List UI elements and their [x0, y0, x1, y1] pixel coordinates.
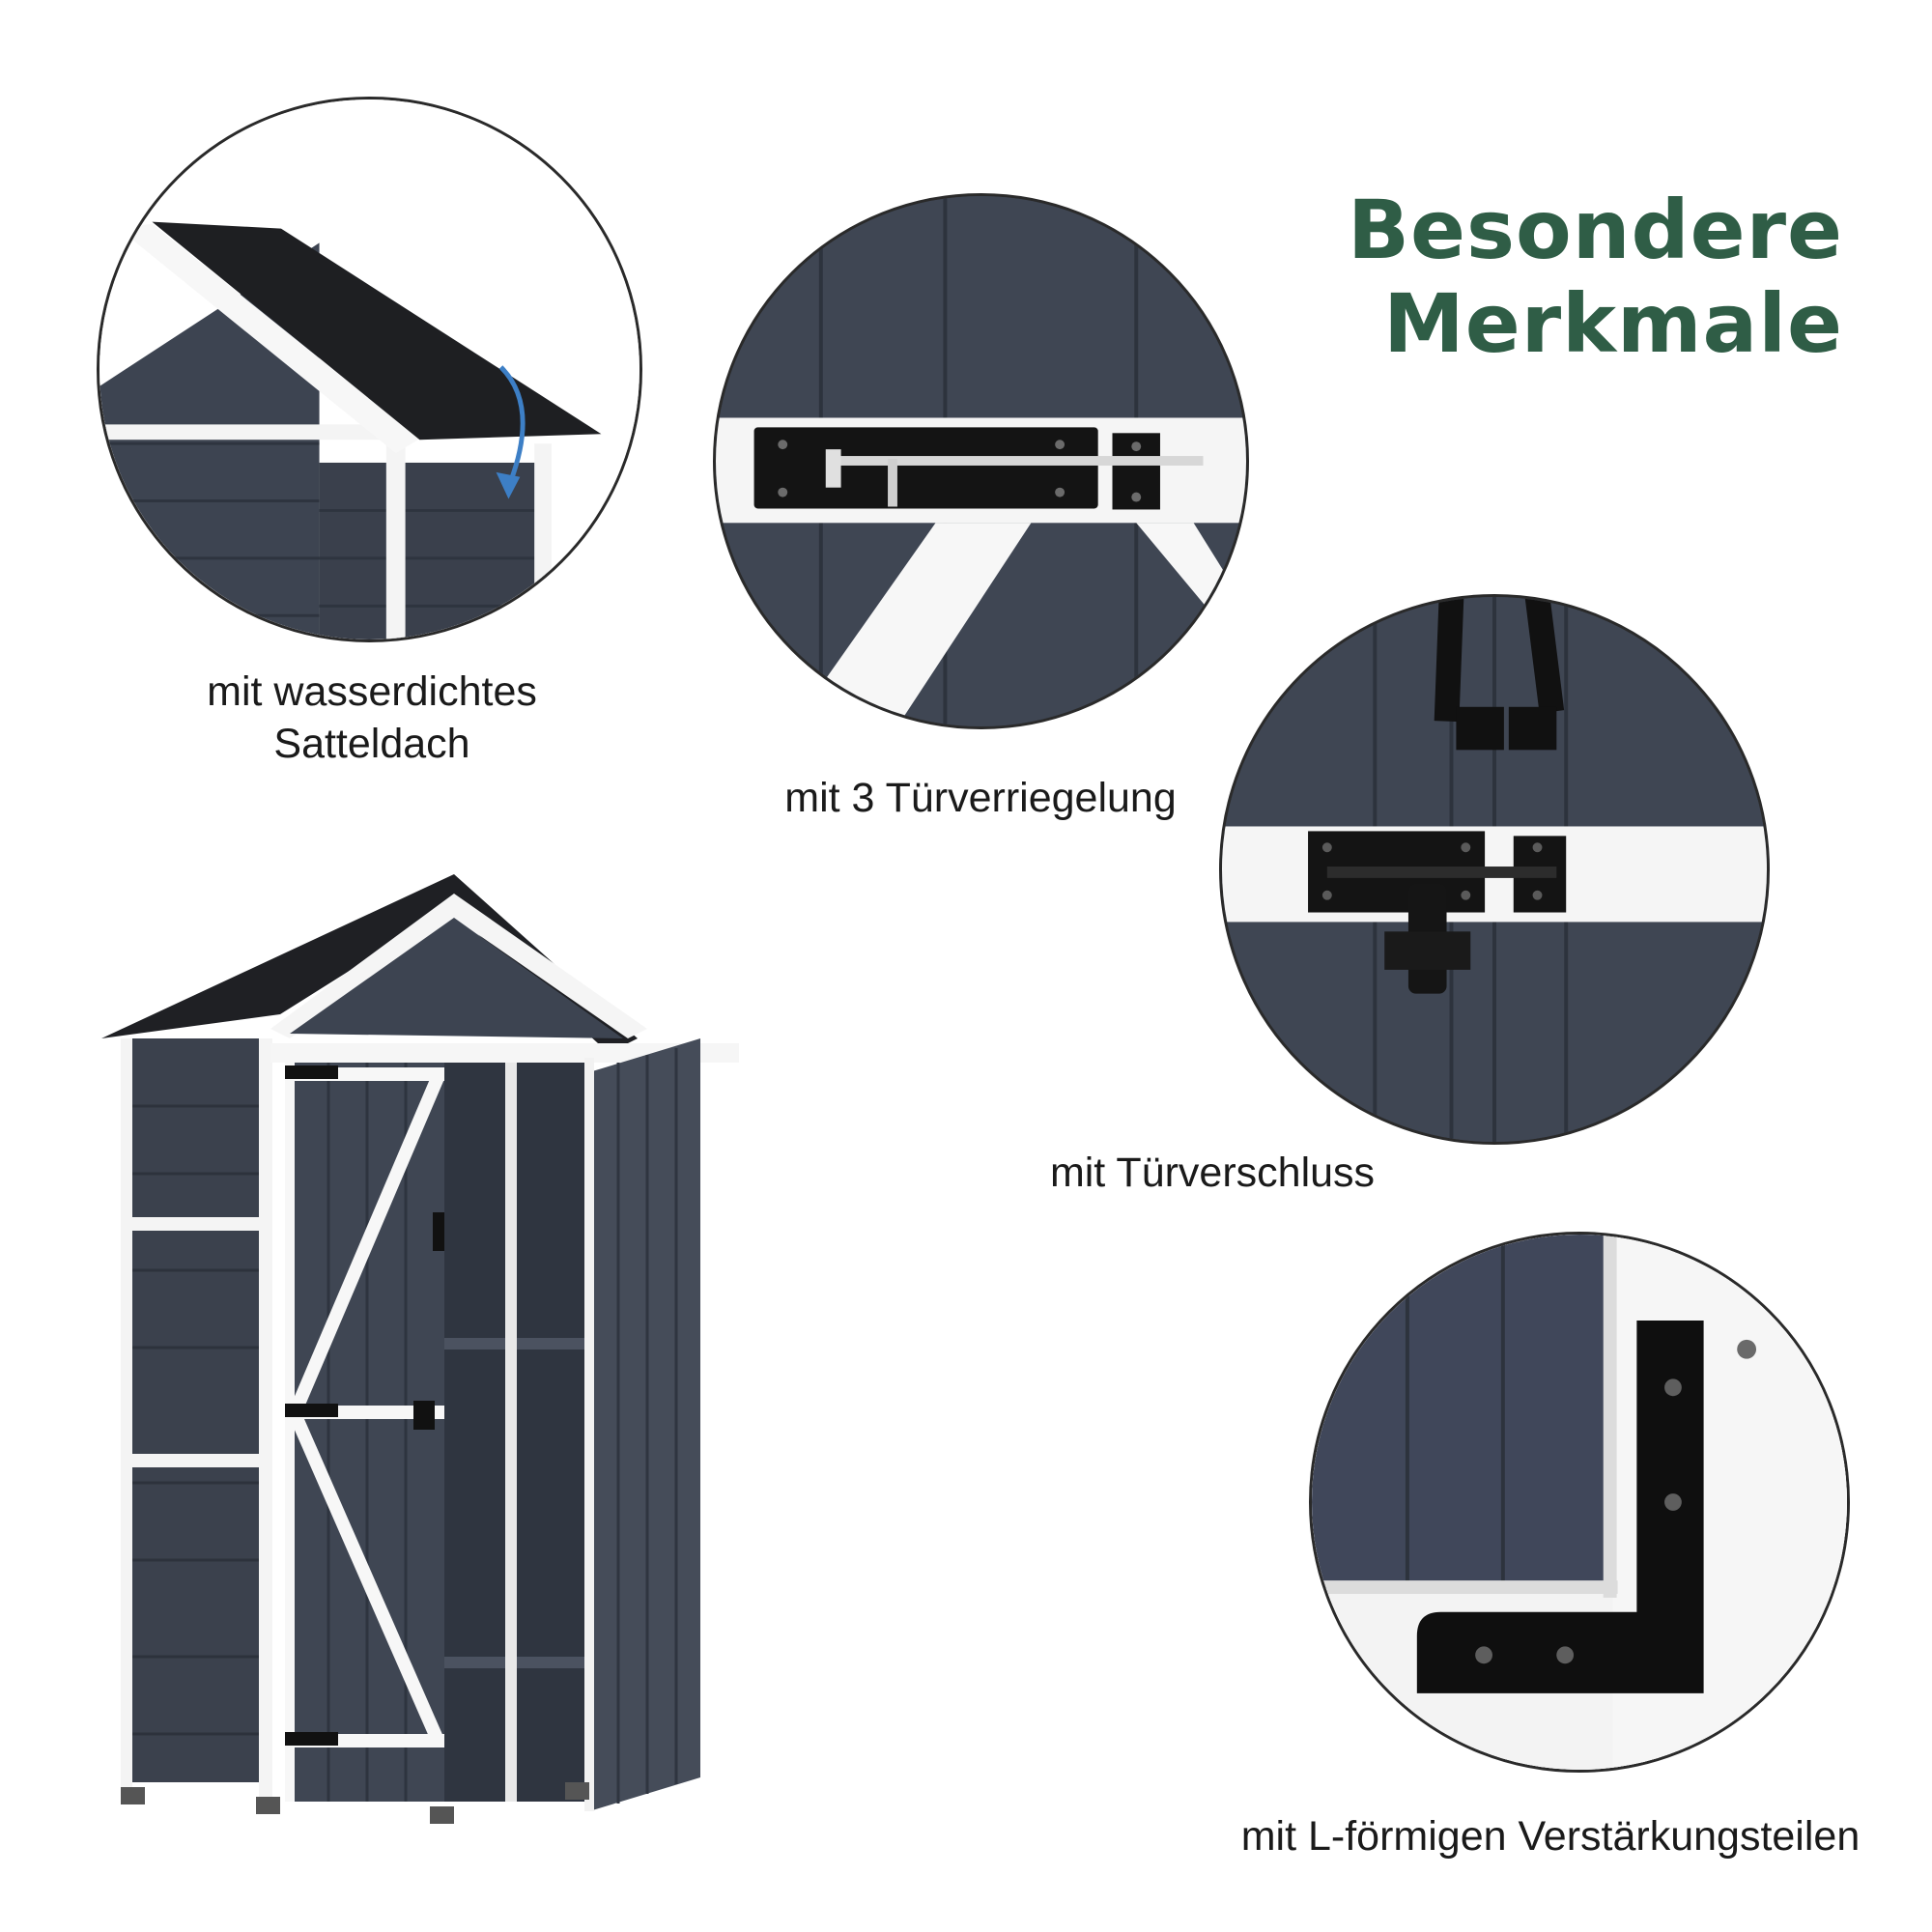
l-bracket-caption: mit L-förmigen Verstärkungsteilen [1240, 1813, 1861, 1860]
door-bolt-detail-image [713, 193, 1249, 729]
section-title: Besondere Merkmale [1348, 183, 1843, 372]
l-bracket-detail-image [1309, 1232, 1850, 1773]
title-line-2: Merkmale [1383, 276, 1843, 372]
door-bolt-caption: mit 3 Türverriegelung [784, 775, 1177, 821]
roof-detail-image [97, 97, 642, 642]
door-lock-caption: mit Türverschluss [1049, 1150, 1376, 1196]
title-line-1: Besondere [1348, 183, 1843, 277]
garden-shed-image [97, 865, 811, 1874]
door-lock-detail-image [1219, 594, 1770, 1145]
roof-caption: mit wasserdichtes Satteldach [207, 668, 537, 767]
